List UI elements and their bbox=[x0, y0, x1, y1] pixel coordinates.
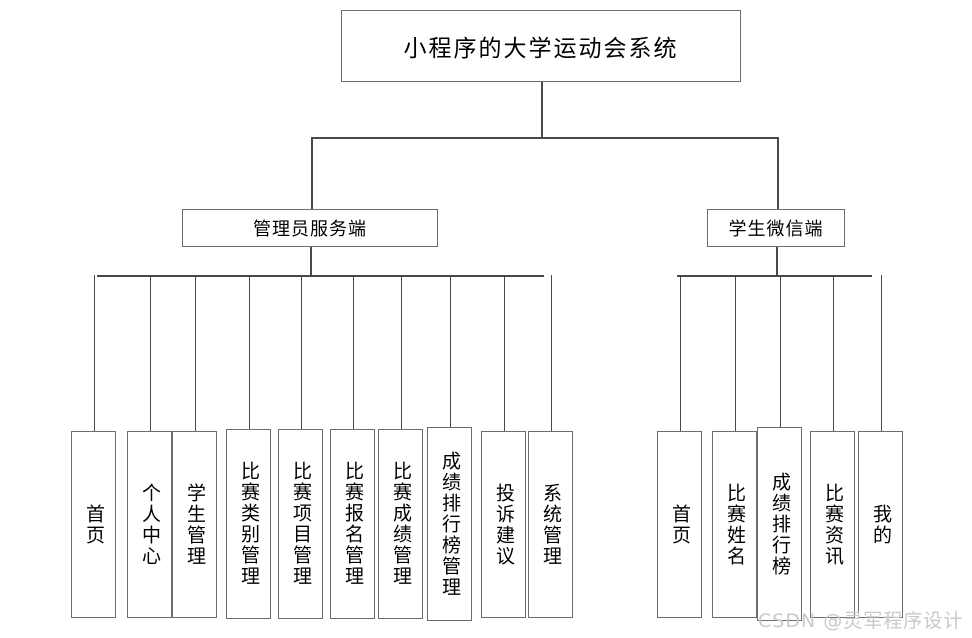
leaf-node-label: 比赛成绩管理 bbox=[390, 461, 412, 587]
leaf-drop-1-0 bbox=[679, 275, 681, 431]
leaf-node-1-3[interactable]: 比赛资讯 bbox=[810, 431, 855, 618]
leaf-node-label: 成绩排行榜管理 bbox=[439, 450, 461, 598]
leaf-node-0-4[interactable]: 比赛项目管理 bbox=[278, 429, 323, 619]
root-node-label: 小程序的大学运动会系统 bbox=[403, 36, 679, 62]
leaf-node-label: 比赛报名管理 bbox=[342, 461, 364, 587]
leaf-node-label: 比赛姓名 bbox=[724, 482, 746, 567]
leaf-node-0-3[interactable]: 比赛类别管理 bbox=[226, 429, 271, 619]
leaf-node-0-1[interactable]: 个人中心 bbox=[127, 431, 172, 618]
leaf-node-0-0[interactable]: 首页 bbox=[71, 431, 116, 618]
leaf-node-0-9[interactable]: 系统管理 bbox=[528, 431, 573, 618]
leaf-node-label: 投诉建议 bbox=[493, 482, 515, 567]
leaf-node-label: 比赛资讯 bbox=[822, 482, 844, 567]
leaf-node-0-7[interactable]: 成绩排行榜管理 bbox=[427, 427, 472, 621]
leaf-node-label: 系统管理 bbox=[540, 482, 562, 567]
leaf-node-0-5[interactable]: 比赛报名管理 bbox=[330, 429, 375, 619]
leaf-drop-0-2 bbox=[194, 275, 196, 431]
leaf-node-label: 首页 bbox=[669, 503, 691, 546]
branch-node-0[interactable]: 管理员服务端 bbox=[182, 209, 438, 247]
leaf-drop-0-3 bbox=[248, 275, 250, 429]
leaf-node-0-8[interactable]: 投诉建议 bbox=[481, 431, 526, 618]
trunk-stem bbox=[541, 82, 543, 137]
root-node[interactable]: 小程序的大学运动会系统 bbox=[341, 10, 741, 82]
leaf-drop-1-1 bbox=[734, 275, 736, 431]
leaf-node-1-1[interactable]: 比赛姓名 bbox=[712, 431, 757, 618]
leaf-node-0-6[interactable]: 比赛成绩管理 bbox=[378, 429, 423, 619]
leaf-node-label: 个人中心 bbox=[139, 482, 161, 567]
leaf-drop-1-2 bbox=[779, 275, 781, 427]
leaf-drop-0-7 bbox=[449, 275, 451, 427]
branch-stem-0 bbox=[310, 247, 312, 275]
trunk-drop-right bbox=[777, 137, 779, 209]
leaf-drop-0-1 bbox=[149, 275, 151, 431]
leaf-node-1-0[interactable]: 首页 bbox=[657, 431, 702, 618]
leaf-drop-1-4 bbox=[880, 275, 882, 431]
leaf-node-label: 比赛项目管理 bbox=[290, 461, 312, 587]
branch-node-label: 学生微信端 bbox=[728, 219, 824, 240]
leaf-drop-1-3 bbox=[832, 275, 834, 431]
leaf-drop-0-5 bbox=[352, 275, 354, 429]
leaf-drop-0-0 bbox=[93, 275, 95, 431]
leaf-node-label: 比赛类别管理 bbox=[238, 461, 260, 587]
leaf-node-1-2[interactable]: 成绩排行榜 bbox=[757, 427, 802, 621]
watermark: CSDN @灵军程序设计 bbox=[758, 610, 964, 632]
leaf-drop-0-9 bbox=[550, 275, 552, 431]
leaf-drop-0-4 bbox=[300, 275, 302, 429]
leaf-node-label: 我的 bbox=[870, 503, 892, 546]
branch-node-1[interactable]: 学生微信端 bbox=[707, 209, 845, 247]
trunk-drop-left bbox=[311, 137, 313, 209]
leaf-drop-0-6 bbox=[400, 275, 402, 429]
branch-bar-1 bbox=[677, 275, 872, 277]
branch-node-label: 管理员服务端 bbox=[253, 219, 367, 240]
trunk-bar bbox=[311, 137, 777, 139]
leaf-node-label: 首页 bbox=[83, 503, 105, 546]
leaf-node-1-4[interactable]: 我的 bbox=[858, 431, 903, 618]
leaf-node-label: 成绩排行榜 bbox=[769, 471, 791, 577]
branch-bar-0 bbox=[97, 275, 544, 277]
leaf-node-0-2[interactable]: 学生管理 bbox=[172, 431, 217, 618]
leaf-node-label: 学生管理 bbox=[184, 482, 206, 567]
branch-stem-1 bbox=[776, 247, 778, 275]
leaf-drop-0-8 bbox=[503, 275, 505, 431]
